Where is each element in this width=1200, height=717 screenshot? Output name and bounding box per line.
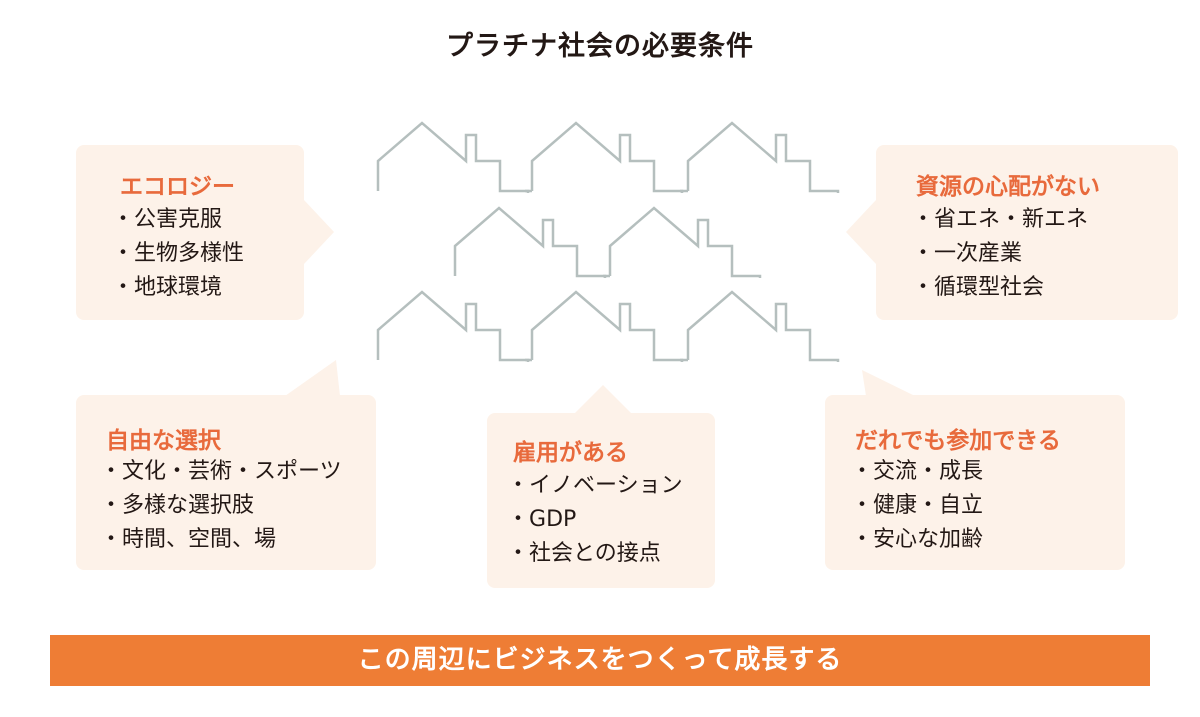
bubble-tail bbox=[846, 200, 876, 264]
house-outline-icon bbox=[686, 290, 840, 364]
house-row-top bbox=[376, 121, 840, 195]
list-item: 交流・成長 bbox=[851, 455, 983, 489]
list-item: イノベーション bbox=[507, 469, 683, 503]
list-item: GDP bbox=[507, 503, 683, 537]
list-item: 一次産業 bbox=[912, 237, 1088, 271]
list-item: 健康・自立 bbox=[851, 489, 983, 523]
house-outline-icon bbox=[376, 121, 530, 195]
bubble-ecology: エコロジー 公害克服 生物多様性 地球環境 bbox=[76, 145, 334, 320]
bubble-participation: だれでも参加できる 交流・成長 健康・自立 安心な加齢 bbox=[825, 395, 1125, 570]
list-item: 公害克服 bbox=[112, 203, 244, 237]
house-outline-icon bbox=[608, 206, 762, 280]
bubble-title: 自由な選択 bbox=[106, 428, 221, 454]
house-outline-icon bbox=[686, 121, 840, 195]
list-item: 省エネ・新エネ bbox=[912, 203, 1088, 237]
list-item: 生物多様性 bbox=[112, 237, 244, 271]
bubble-list: 文化・芸術・スポーツ 多様な選択肢 時間、空間、場 bbox=[100, 455, 342, 557]
list-item: 時間、空間、場 bbox=[100, 523, 342, 557]
house-outline-icon bbox=[530, 121, 684, 195]
bubble-employment: 雇用がある イノベーション GDP 社会との接点 bbox=[487, 385, 715, 588]
bubble-title: 資源の心配がない bbox=[916, 174, 1100, 200]
house-outline-icon bbox=[530, 290, 684, 364]
list-item: 地球環境 bbox=[112, 271, 244, 305]
house-outline-icon bbox=[453, 206, 607, 280]
bubble-free-choice: 自由な選択 文化・芸術・スポーツ 多様な選択肢 時間、空間、場 bbox=[76, 395, 376, 570]
bubble-tail bbox=[573, 385, 633, 415]
list-item: 安心な加齢 bbox=[851, 523, 983, 557]
bubble-title: だれでも参加できる bbox=[855, 428, 1061, 454]
list-item: 文化・芸術・スポーツ bbox=[100, 455, 342, 489]
list-item: 循環型社会 bbox=[912, 271, 1088, 305]
list-item: 多様な選択肢 bbox=[100, 489, 342, 523]
house-row-middle bbox=[453, 206, 762, 280]
bubble-tail bbox=[304, 200, 334, 264]
bubble-resources: 資源の心配がない 省エネ・新エネ 一次産業 循環型社会 bbox=[846, 145, 1178, 320]
bubble-title: 雇用がある bbox=[513, 440, 628, 466]
conclusion-banner: この周辺にビジネスをつくって成長する bbox=[50, 635, 1150, 686]
house-outline-icon bbox=[376, 290, 530, 364]
bubble-list: 交流・成長 健康・自立 安心な加齢 bbox=[851, 455, 983, 557]
list-item: 社会との接点 bbox=[507, 537, 683, 571]
bubble-list: 省エネ・新エネ 一次産業 循環型社会 bbox=[912, 203, 1088, 305]
bubble-title: エコロジー bbox=[120, 174, 235, 200]
bubble-list: イノベーション GDP 社会との接点 bbox=[507, 469, 683, 571]
bubble-list: 公害克服 生物多様性 地球環境 bbox=[112, 203, 244, 305]
house-row-bottom bbox=[376, 290, 840, 364]
diagram-title: プラチナ社会の必要条件 bbox=[446, 31, 754, 62]
